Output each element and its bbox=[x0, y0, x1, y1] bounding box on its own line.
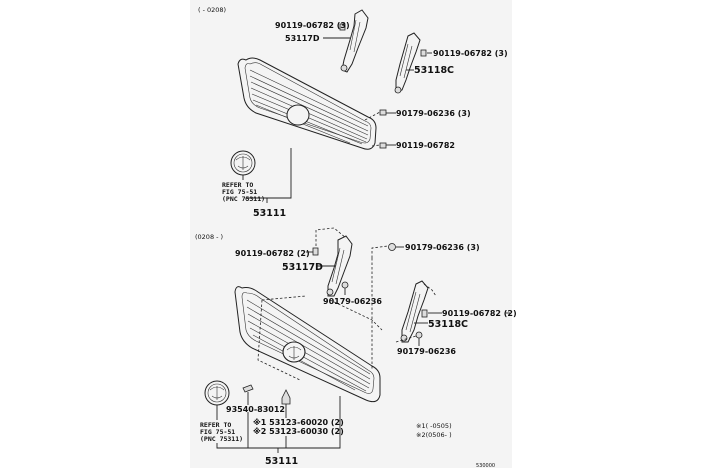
callout-53118c-top[interactable]: 53118C bbox=[414, 65, 454, 76]
bolt-icon bbox=[339, 23, 346, 31]
bolt-icon bbox=[421, 309, 428, 318]
callout-53118c-bottom[interactable]: 53118C bbox=[428, 319, 468, 330]
bolt-icon bbox=[312, 247, 319, 256]
bolt-icon bbox=[379, 142, 387, 149]
clip-icon bbox=[388, 243, 396, 251]
assembly-53111-top[interactable]: 53111 bbox=[253, 208, 286, 219]
emblem-icon bbox=[282, 341, 306, 363]
refer-note-top-line2: FIG 75-51 bbox=[222, 188, 257, 196]
bracket-53118c-bottom[interactable] bbox=[400, 280, 429, 343]
figure-code: 530000 bbox=[476, 463, 495, 468]
footnote-2: ※2(0506- ) bbox=[416, 431, 452, 439]
callout-53123-60030[interactable]: ※2 53123-60030 (2) bbox=[253, 426, 344, 436]
callout-90119-06782-3-right[interactable]: 90119-06782 (3) bbox=[433, 49, 508, 58]
bolt-icon bbox=[420, 49, 427, 57]
refer-note-top-line3: (PNC 75311) bbox=[222, 195, 265, 203]
nut-icon bbox=[281, 389, 291, 405]
callout-93540-83012[interactable]: 93540-83012 bbox=[226, 405, 285, 414]
grille-bottom[interactable] bbox=[234, 286, 381, 403]
callout-90179-06236-3-top[interactable]: 90179-06236 (3) bbox=[396, 109, 471, 118]
bracket-53118c-top[interactable] bbox=[394, 32, 421, 94]
clip-icon bbox=[242, 384, 254, 393]
emblem-icon bbox=[230, 150, 256, 176]
callout-90119-06782-2-left[interactable]: 90119-06782 (2) bbox=[235, 249, 310, 258]
top-date-range: ( - 0208) bbox=[198, 6, 226, 14]
callout-90119-06782-3-left[interactable]: 90119-06782 (3) bbox=[275, 21, 350, 30]
clip-icon bbox=[415, 331, 423, 339]
refer-note-top-line1: REFER TO bbox=[222, 181, 253, 189]
bracket-53117d-top[interactable] bbox=[340, 9, 369, 73]
emblem-mount-top bbox=[286, 104, 310, 126]
grille-top[interactable] bbox=[237, 57, 377, 150]
callout-53123-60020[interactable]: ※1 53123-60020 (2) bbox=[253, 417, 344, 427]
callout-90179-06236-lower[interactable]: 90179-06236 bbox=[397, 347, 456, 356]
refer-note-bottom-line2: FIG 75-51 bbox=[200, 428, 235, 436]
footnote-1: ※1( -0505) bbox=[416, 422, 452, 430]
assembly-53111-bottom[interactable]: 53111 bbox=[265, 456, 298, 467]
bottom-date-range: (0208 - ) bbox=[195, 233, 223, 241]
callout-53117d-top[interactable]: 53117D bbox=[285, 34, 320, 43]
emblem-icon bbox=[204, 380, 230, 406]
callout-53117d-bottom[interactable]: 53117D bbox=[282, 262, 323, 273]
callout-90179-06236-3-bottom[interactable]: 90179-06236 (3) bbox=[405, 243, 480, 252]
callout-90119-06782-2-right[interactable]: 90119-06782 (2) bbox=[442, 309, 517, 318]
refer-note-bottom-line1: REFER TO bbox=[200, 421, 231, 429]
clip-icon bbox=[341, 281, 349, 289]
clip-icon bbox=[379, 109, 387, 116]
callout-90179-06236-mid[interactable]: 90179-06236 bbox=[323, 297, 382, 306]
callout-90119-06782-top[interactable]: 90119-06782 bbox=[396, 141, 455, 150]
refer-note-bottom-line3: (PNC 75311) bbox=[200, 435, 243, 443]
